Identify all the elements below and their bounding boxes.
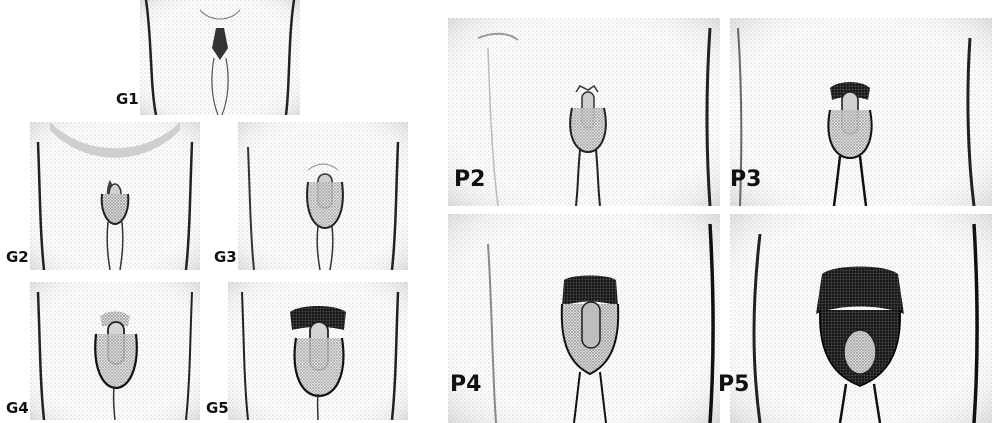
stage-g5-label: G5 — [206, 401, 229, 416]
stage-p4-illustration — [448, 214, 720, 423]
stage-p3-panel — [730, 18, 992, 206]
stage-p4-label: P4 — [450, 374, 481, 396]
stage-p2-illustration — [448, 18, 720, 206]
stage-g2-illustration — [30, 122, 200, 270]
genital-stage-panel-left: G1 G2 G3 — [0, 0, 420, 423]
stage-g1-label: G1 — [116, 92, 139, 107]
stage-g5-illustration — [228, 282, 408, 420]
stage-g1-panel — [140, 0, 300, 115]
stage-p5-label: P5 — [718, 374, 749, 396]
stage-g3-label: G3 — [214, 250, 237, 265]
stage-g5-panel — [228, 282, 408, 420]
stage-g4-label: G4 — [6, 401, 29, 416]
stage-g3-illustration — [238, 122, 408, 270]
stage-p3-illustration — [730, 18, 992, 206]
stage-g2-label: G2 — [6, 250, 29, 265]
stage-p2-panel — [448, 18, 720, 206]
stage-g1-illustration — [140, 0, 300, 115]
stage-g4-illustration — [30, 282, 200, 420]
pubic-hair-stage-panel-right: P2 P3 P4 — [448, 18, 996, 423]
stage-g2-panel — [30, 122, 200, 270]
stage-g4-panel — [30, 282, 200, 420]
stage-p2-label: P2 — [454, 169, 485, 191]
stage-g3-panel — [238, 122, 408, 270]
stage-p3-label: P3 — [730, 169, 761, 191]
stage-p4-panel — [448, 214, 720, 423]
stage-p5-panel — [730, 214, 992, 423]
stage-p5-illustration — [730, 214, 992, 423]
